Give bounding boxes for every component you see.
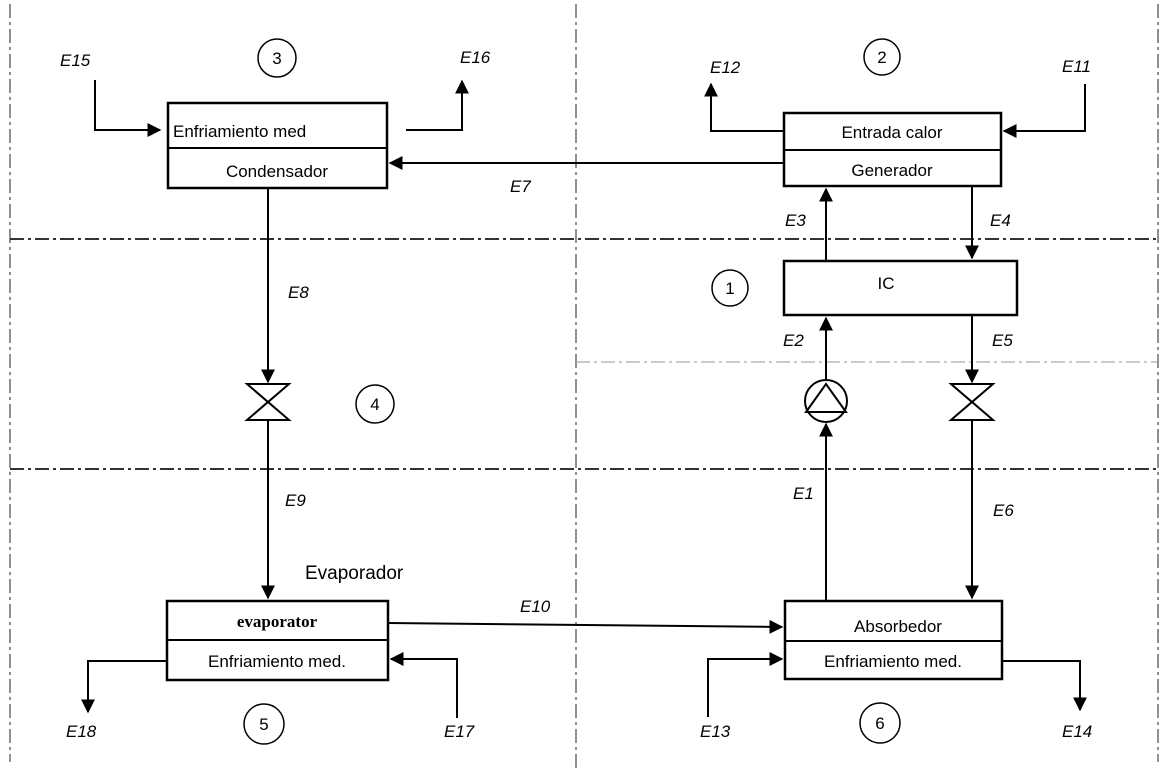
stream-labels: E1 E2 E3 E4 E5 E6 E7 E8 E9 E10 E11 E12 E… <box>60 48 1092 741</box>
stream-e12 <box>704 82 784 132</box>
label-e9: E9 <box>285 491 306 510</box>
label-e2: E2 <box>783 331 804 350</box>
stream-e15 <box>94 80 162 137</box>
stream-e13 <box>707 652 784 717</box>
zone-marker-1: 1 <box>711 269 749 307</box>
zone-markers: 1 2 3 4 5 6 <box>243 38 901 745</box>
stream-e14 <box>1002 660 1087 712</box>
stream-e18 <box>81 660 167 714</box>
evaporator-label: evaporator <box>237 612 318 631</box>
ic-box: IC <box>782 259 1019 317</box>
absorbedor-box: Absorbedor Enfriamiento med. <box>783 599 1004 681</box>
label-e17: E17 <box>444 722 475 741</box>
stream-e16 <box>406 79 469 131</box>
label-e12: E12 <box>710 58 741 77</box>
svg-text:2: 2 <box>877 48 886 67</box>
label-e16: E16 <box>460 48 491 67</box>
label-e6: E6 <box>993 501 1014 520</box>
svg-text:5: 5 <box>259 715 268 734</box>
label-e1: E1 <box>793 484 814 503</box>
label-e3: E3 <box>785 211 806 230</box>
zone-marker-3: 3 <box>257 38 297 78</box>
condensador-box: Enfriamiento med Condensador <box>166 101 389 190</box>
evaporador-bottom-label: Enfriamiento med. <box>208 652 346 671</box>
ic-label: IC <box>878 274 895 293</box>
label-e10: E10 <box>520 597 551 616</box>
expansion-valve-left <box>244 383 292 421</box>
pump-icon <box>804 379 848 423</box>
expansion-valve-right <box>948 383 996 421</box>
label-e7: E7 <box>510 177 531 196</box>
label-e5: E5 <box>992 331 1013 350</box>
stream-e10 <box>387 619 784 634</box>
evaporador-box: evaporator Enfriamiento med. <box>165 599 390 682</box>
label-e8: E8 <box>288 283 309 302</box>
zone-marker-2: 2 <box>863 38 901 76</box>
label-e14: E14 <box>1062 722 1092 741</box>
svg-text:1: 1 <box>725 279 734 298</box>
label-e11: E11 <box>1062 57 1091 76</box>
zone-boundaries <box>9 4 1159 768</box>
generador-label: Generador <box>851 161 933 180</box>
zone-marker-5: 5 <box>243 703 285 745</box>
zone-marker-4: 4 <box>355 384 395 424</box>
stream-lines <box>81 79 1087 718</box>
stream-e17 <box>389 652 458 718</box>
zone-marker-6: 6 <box>859 702 901 744</box>
condensador-top-label: Enfriamiento med <box>173 122 306 141</box>
generador-box: Entrada calor Generador <box>782 111 1003 188</box>
evaporador-heading: Evaporador <box>305 563 404 584</box>
stream-e11 <box>1002 84 1086 138</box>
label-e15: E15 <box>60 51 91 70</box>
svg-text:6: 6 <box>875 714 884 733</box>
generador-top-label: Entrada calor <box>841 123 942 142</box>
label-e4: E4 <box>990 211 1011 230</box>
svg-text:3: 3 <box>272 49 281 68</box>
label-e13: E13 <box>700 722 731 741</box>
condensador-label: Condensador <box>226 162 328 181</box>
absorbedor-bottom-label: Enfriamiento med. <box>824 652 962 671</box>
absorbedor-label: Absorbedor <box>854 617 942 636</box>
svg-text:4: 4 <box>370 395 379 414</box>
label-e18: E18 <box>66 722 97 741</box>
